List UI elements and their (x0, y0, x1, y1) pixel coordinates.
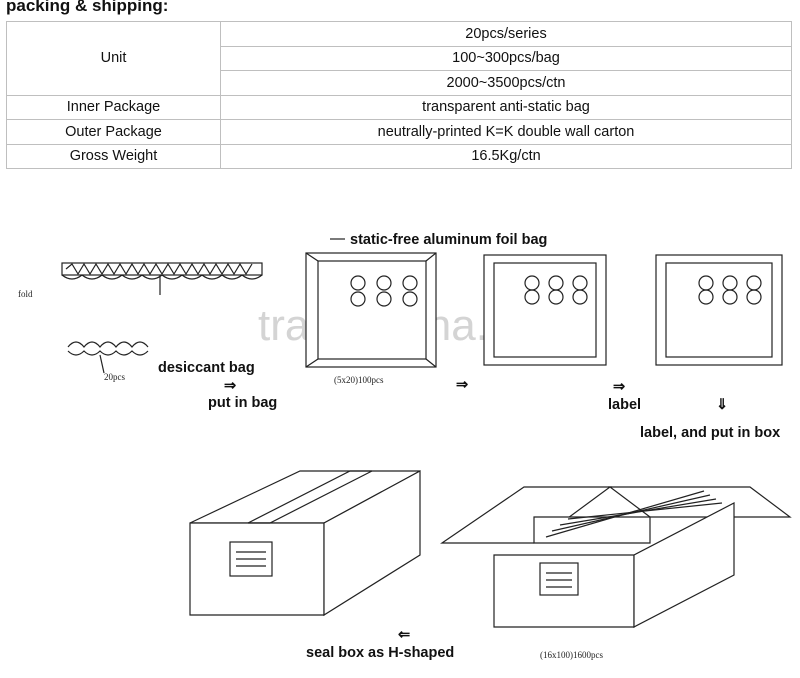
row-value: 16.5Kg/ctn (220, 143, 792, 169)
arrow-left-icon: ⇐ (398, 627, 411, 643)
unit-value: 20pcs/series (220, 21, 792, 47)
sealed-box (189, 469, 421, 617)
labelled-bag (655, 254, 783, 366)
foil-bag (305, 252, 437, 368)
table-row: 100~300pcs/bag (7, 45, 792, 71)
table-row: Inner Package transparent anti-static ba… (6, 94, 792, 120)
section-title: packing & shipping: (6, 0, 169, 15)
put-in-bag-label: put in bag (208, 395, 277, 411)
arrow-right-icon: ⇒ (456, 377, 469, 393)
open-box (440, 486, 792, 628)
label-step-label: label (608, 397, 641, 413)
box-count-label: (16x100)1600pcs (540, 650, 603, 660)
seal-box-label: seal box as H-shaped (306, 645, 454, 661)
row-value: neutrally-printed K=K double wall carton (220, 119, 792, 145)
foil-bag-label: static-free aluminum foil bag (350, 232, 547, 248)
row-value: transparent anti-static bag (220, 94, 792, 120)
bag-in-frame (483, 254, 607, 366)
bag-count-label: (5x20)100pcs (334, 375, 384, 385)
label-put-in-box-label: label, and put in box (640, 425, 780, 441)
row-label: Inner Package (6, 94, 221, 120)
packing-table: Unit 20pcs/series 100~300pcs/bag 2000~35… (6, 21, 792, 169)
arrow-right-icon: ⇒ (224, 378, 237, 394)
arrow-right-icon: ⇒ (613, 379, 626, 395)
table-row: Unit 20pcs/series (6, 21, 792, 96)
unit-label: Unit (6, 21, 221, 96)
table-row: Gross Weight 16.5Kg/ctn (6, 143, 792, 169)
unit-value: 100~300pcs/bag (220, 45, 792, 71)
table-row: Outer Package neutrally-printed K=K doub… (6, 119, 792, 145)
row-label: Gross Weight (6, 143, 221, 169)
arrow-down-icon: ⇓ (716, 397, 728, 413)
unit-value: 2000~3500pcs/ctn (220, 70, 792, 96)
led-strip-series (61, 262, 263, 295)
packing-illustration: trade.china.cn fold 20pcs desiccant bag … (18, 232, 792, 661)
desiccant-label: desiccant bag (158, 360, 255, 376)
row-label: Outer Package (6, 119, 221, 145)
fold-label: fold (18, 289, 33, 299)
led-strip-folded (67, 341, 149, 374)
pcs-20-label: 20pcs (104, 372, 125, 382)
table-row: 2000~3500pcs/ctn (7, 70, 792, 96)
